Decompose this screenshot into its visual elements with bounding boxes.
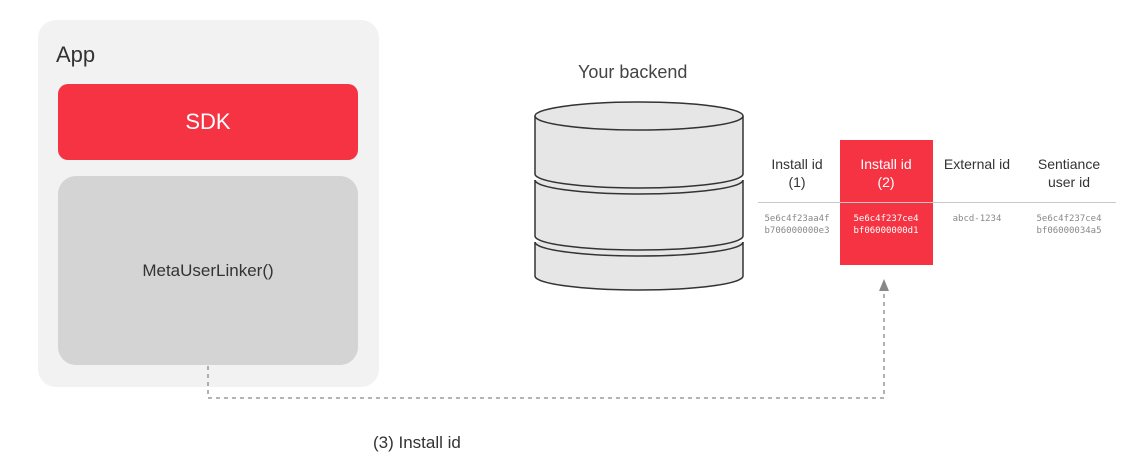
sdk-label: SDK (185, 109, 231, 134)
arrow-head-icon (879, 279, 889, 291)
column-header-install-id-2: Install id (2) (841, 155, 931, 191)
column-header-install-id-1: Install id (1) (752, 155, 842, 191)
column-header-line2: (1) (788, 174, 806, 190)
sdk-block: SDK (58, 84, 358, 160)
database-icon (534, 101, 744, 291)
column-value-install-id-2: 5e6c4f237ce4bf06000000d1 (853, 214, 919, 236)
table-header-divider (758, 202, 1116, 203)
column-header-external-id: External id (932, 155, 1022, 173)
arrow-label: (3) Install id (373, 433, 461, 452)
column-value-install-id-1: 5e6c4f23aa4fb706000000e3 (764, 214, 830, 236)
column-header-line1: Install id (771, 156, 823, 172)
column-value-sentiance-user-id: 5e6c4f237ce4bf06000034a5 (1036, 214, 1102, 236)
meta-user-linker-label: MetaUserLinker() (142, 260, 274, 280)
column-header-sentiance-user-id: Sentiance user id (1024, 155, 1114, 191)
app-container: App SDK MetaUserLinker() (38, 20, 379, 387)
column-header-line1: Sentiance (1037, 156, 1101, 172)
column-value-external-id: abcd-1234 (952, 214, 1002, 224)
column-header-line1: Install id (860, 156, 912, 172)
backend-title: Your backend (578, 62, 688, 82)
column-header-line2: user id (1047, 174, 1091, 190)
app-title: App (56, 42, 96, 67)
meta-user-linker-block: MetaUserLinker() (58, 176, 358, 365)
column-header-line2: (2) (877, 174, 895, 190)
column-header-line1: External id (943, 156, 1011, 172)
